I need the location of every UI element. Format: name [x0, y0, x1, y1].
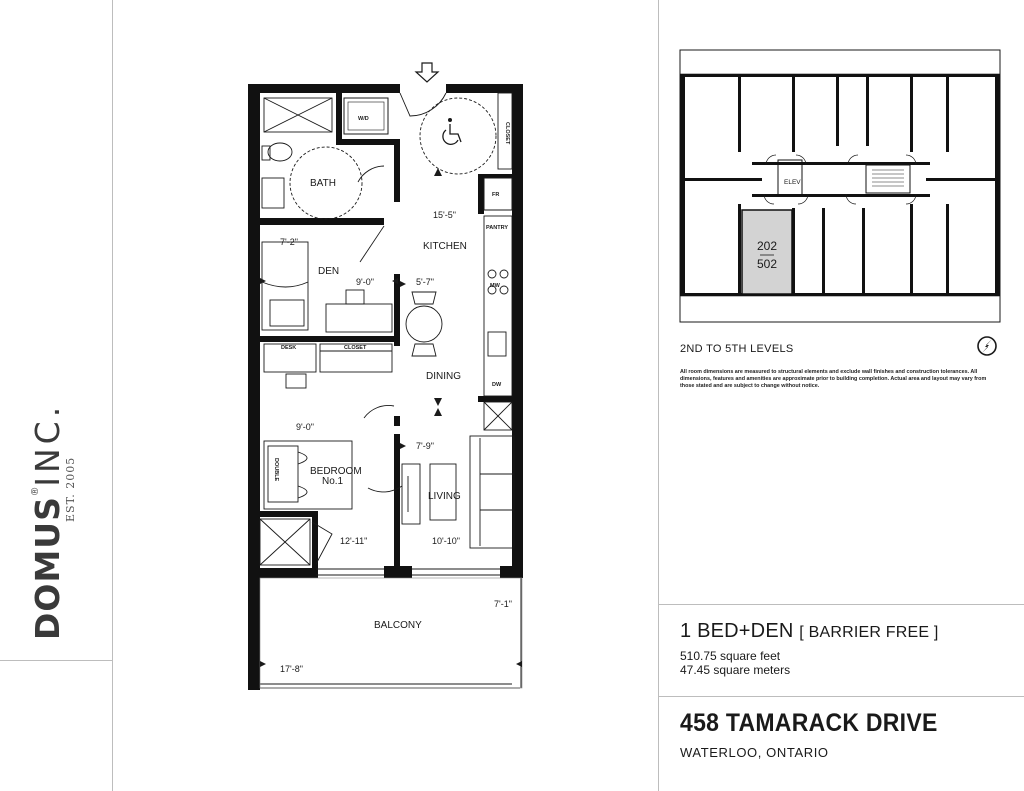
label-fridge: FR [492, 192, 499, 198]
dim-balcony-depth: 7'-1" [494, 599, 512, 609]
dim-kitchen: 15'-5" [433, 210, 456, 220]
left-panel-divider [112, 0, 113, 791]
unit-number-top: 202 [757, 239, 777, 253]
unit-type-note: [ BARRIER FREE ] [799, 624, 939, 641]
area-square-feet: 510.75 square feet [680, 649, 781, 663]
label-closet-den: CLOSET [344, 345, 367, 351]
disclaimer-text: All room dimensions are measured to stru… [680, 369, 987, 390]
dim-den-a: 7'-2" [280, 237, 298, 247]
washer-dryer [343, 97, 389, 135]
registered-mark: ® [30, 487, 41, 496]
dining-table [367, 291, 443, 493]
compass-icon [977, 336, 997, 356]
dim-bedroom-b: 12'-11" [340, 536, 367, 546]
levels-label: 2ND TO 5TH LEVELS [680, 343, 794, 355]
unit-type-name: 1 BED+DEN [680, 620, 794, 642]
key-plan-stairs [872, 169, 904, 187]
label-microwave: MW [490, 283, 501, 289]
dim-living-a: 7'-9" [416, 441, 434, 451]
bath-fixtures [261, 97, 385, 220]
room-label-bedroom: BEDROOM [310, 466, 362, 477]
label-wd: W/D [358, 116, 369, 122]
key-plan: ELEV 202 502 [679, 49, 1001, 323]
brand-name: DOMUS [28, 496, 67, 640]
dimension-markers [260, 168, 522, 667]
accessibility-icon [442, 118, 462, 145]
room-label-den: DEN [318, 266, 339, 277]
label-dishwasher: DW [492, 382, 502, 388]
unit-highlight [741, 209, 793, 295]
fridge [483, 177, 513, 211]
key-plan-walls [680, 74, 1000, 296]
exterior-walls [248, 84, 523, 690]
unit-type: 1 BED+DEN [ BARRIER FREE ] [680, 620, 939, 643]
entry-arrow-icon [414, 62, 440, 83]
label-elevator: ELEV [784, 179, 801, 186]
address-top-rule [658, 696, 1024, 697]
label-desk: DESK [281, 345, 296, 351]
unit-info-top-rule [658, 604, 1024, 605]
left-panel-bottom-rule [0, 660, 112, 661]
living-furniture [401, 435, 515, 549]
entry-door [399, 92, 513, 175]
dim-dining: 5'-7" [416, 277, 434, 287]
dim-bedroom-a: 9'-0" [296, 422, 314, 432]
brand-logo: DOMUS®INC. EST. 2005 [28, 340, 88, 640]
bedroom-furniture [259, 405, 395, 566]
den-furniture [261, 225, 393, 389]
room-label-kitchen: KITCHEN [423, 241, 467, 252]
right-panel-divider [658, 0, 659, 791]
brand-established: EST. 2005 [64, 456, 77, 522]
unit-number-bottom: 502 [757, 257, 777, 271]
label-closet-entry: CLOSET [504, 122, 510, 145]
key-plan-doors [763, 154, 917, 205]
room-label-balcony: BALCONY [374, 620, 422, 631]
city-province: WATERLOO, ONTARIO [680, 745, 829, 760]
dim-den-b: 9'-0" [356, 277, 374, 287]
room-label-bedroom-number: No.1 [322, 476, 344, 487]
floor-plan: BATH W/D CLOSET FR PANTRY KITCHEN DEN MW… [248, 62, 523, 690]
room-label-living: LIVING [428, 491, 461, 502]
key-plan-outline [679, 49, 1001, 323]
dim-living-b: 10'-10" [432, 536, 460, 546]
street-address: 458 TAMARACK DRIVE [680, 709, 938, 737]
kitchen-counter [483, 215, 513, 431]
area-square-meters: 47.45 square meters [680, 663, 791, 677]
balcony-outline [259, 577, 523, 689]
room-label-bath: BATH [310, 178, 336, 189]
room-label-dining: DINING [426, 371, 461, 382]
label-double-bed: DOUBLE [273, 458, 279, 482]
dim-balcony-width: 17'-8" [280, 664, 303, 674]
label-pantry: PANTRY [486, 225, 508, 231]
brand-suffix: INC. [28, 402, 67, 487]
interior-walls [260, 93, 512, 578]
